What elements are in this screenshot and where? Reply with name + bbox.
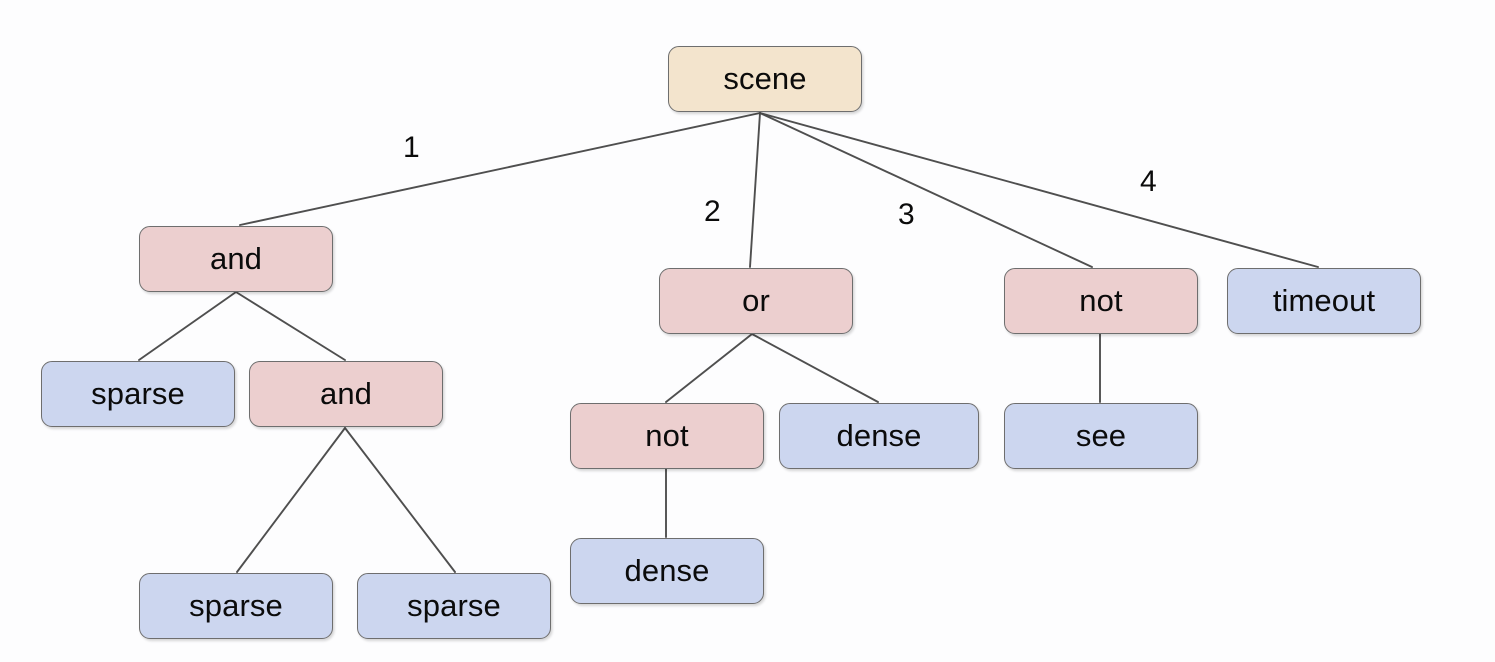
edge-label-3: 3 xyxy=(898,198,915,231)
tree-node-not2[interactable]: not xyxy=(570,403,764,469)
tree-node-scene[interactable]: scene xyxy=(668,46,862,112)
tree-node-dense1[interactable]: dense xyxy=(779,403,979,469)
tree-node-sparse2[interactable]: sparse xyxy=(139,573,333,639)
tree-node-label: and xyxy=(319,375,373,411)
tree-edge-and2-to-sparse2 xyxy=(236,427,346,573)
tree-node-label: scene xyxy=(723,60,807,96)
tree-node-sparse1[interactable]: sparse xyxy=(41,361,235,427)
tree-edge-scene-to-or1 xyxy=(749,112,761,268)
edge-label-2: 2 xyxy=(704,195,721,228)
tree-node-dense2[interactable]: dense xyxy=(570,538,764,604)
tree-edge-scene-to-timeout xyxy=(759,112,1319,268)
tree-node-label: sparse xyxy=(189,587,283,623)
tree-node-and1[interactable]: and xyxy=(139,226,333,292)
tree-edge-and1-to-and2 xyxy=(235,291,346,361)
tree-node-label: dense xyxy=(624,552,710,588)
tree-edge-and2-to-sparse3 xyxy=(344,427,456,573)
tree-edge-or1-to-dense1 xyxy=(751,333,879,403)
tree-node-label: or xyxy=(742,282,770,318)
tree-node-sparse3[interactable]: sparse xyxy=(357,573,551,639)
tree-node-label: timeout xyxy=(1272,282,1376,318)
tree-node-label: sparse xyxy=(91,375,185,411)
tree-node-label: not xyxy=(645,417,689,453)
edge-label-4: 4 xyxy=(1140,165,1157,198)
tree-node-label: not xyxy=(1079,282,1123,318)
tree-node-timeout[interactable]: timeout xyxy=(1227,268,1421,334)
edge-label-1: 1 xyxy=(403,131,420,164)
tree-node-label: see xyxy=(1075,417,1127,453)
tree-edge-or1-to-not2 xyxy=(665,333,753,403)
tree-edge-scene-to-not1 xyxy=(759,112,1093,268)
tree-edge-and1-to-sparse1 xyxy=(138,291,237,361)
tree-node-see[interactable]: see xyxy=(1004,403,1198,469)
tree-node-or1[interactable]: or xyxy=(659,268,853,334)
tree-edge-scene-to-and1 xyxy=(239,112,761,226)
tree-node-label: dense xyxy=(836,417,922,453)
tree-node-label: and xyxy=(209,240,263,276)
tree-node-and2[interactable]: and xyxy=(249,361,443,427)
tree-node-not1[interactable]: not xyxy=(1004,268,1198,334)
tree-node-label: sparse xyxy=(407,587,501,623)
